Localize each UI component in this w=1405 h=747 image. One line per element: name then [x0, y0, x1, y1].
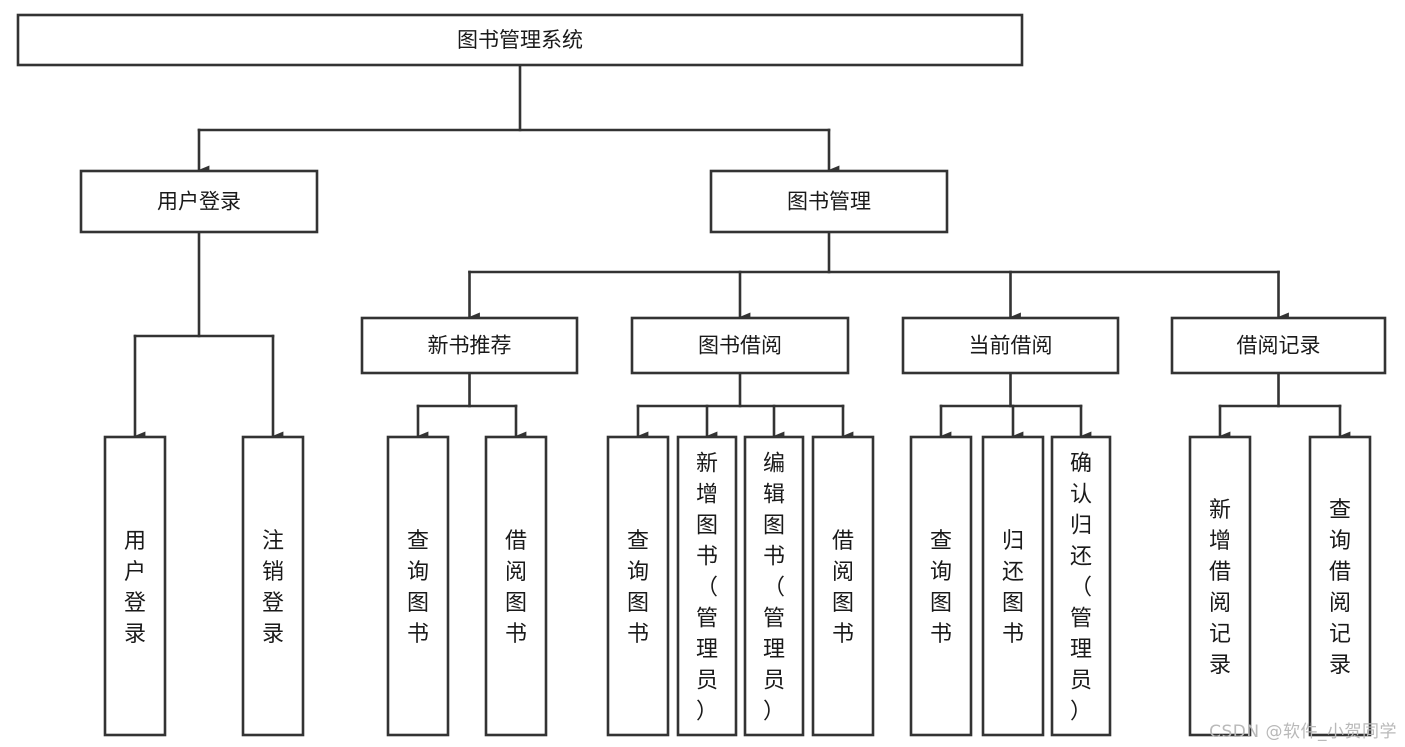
node-box-leaf-borrow-book-1	[484, 435, 548, 737]
node-label-book-borrow: 图书借阅	[698, 334, 782, 358]
node-leaf-add-borrow-record[interactable]: 新增借阅记录	[1188, 435, 1252, 737]
node-label-leaf-return-book: 归还图书	[1002, 529, 1024, 647]
node-label-leaf-confirm-return: 确认归还（管理员）	[1070, 452, 1092, 725]
node-borrow-record[interactable]: 借阅记录	[1170, 316, 1387, 375]
node-label-borrow-record: 借阅记录	[1237, 334, 1321, 358]
node-leaf-user-logout[interactable]: 注销登录	[241, 435, 305, 737]
node-label-leaf-borrow-book-1: 借阅图书	[505, 529, 527, 647]
node-label-leaf-query-borrow-record: 查询借阅记录	[1329, 498, 1351, 678]
node-box-leaf-confirm-return	[1050, 435, 1112, 737]
node-box-leaf-borrow-book-2	[811, 435, 875, 737]
node-leaf-query-book-1[interactable]: 查询图书	[386, 435, 450, 737]
node-box-new-book-recommend	[360, 316, 579, 375]
node-label-leaf-edit-book: 编辑图书（管理员）	[763, 452, 785, 725]
node-box-leaf-return-book	[981, 435, 1045, 737]
node-box-leaf-user-logout	[241, 435, 305, 737]
edges-layer	[133, 63, 1351, 441]
node-box-leaf-user-login	[103, 435, 167, 737]
node-box-user-login	[79, 169, 319, 234]
node-label-user-login: 用户登录	[157, 190, 241, 214]
node-box-current-borrow	[901, 316, 1120, 375]
node-label-leaf-user-logout: 注销登录	[262, 529, 284, 647]
node-box-leaf-query-book-3	[909, 435, 973, 737]
node-label-leaf-user-login: 用户登录	[124, 529, 146, 647]
node-label-new-book-recommend: 新书推荐	[428, 334, 512, 358]
node-label-leaf-add-book: 新增图书（管理员）	[696, 452, 718, 725]
node-new-book-recommend[interactable]: 新书推荐	[360, 316, 579, 375]
node-box-borrow-record	[1170, 316, 1387, 375]
node-leaf-query-book-3[interactable]: 查询图书	[909, 435, 973, 737]
node-box-leaf-query-book-1	[386, 435, 450, 737]
node-leaf-borrow-book-2[interactable]: 借阅图书	[811, 435, 875, 737]
node-box-leaf-edit-book	[743, 435, 805, 737]
node-box-leaf-add-book	[676, 435, 738, 737]
node-leaf-add-book[interactable]: 新增图书（管理员）	[676, 435, 738, 737]
node-leaf-edit-book[interactable]: 编辑图书（管理员）	[743, 435, 805, 737]
node-box-book-borrow	[630, 316, 850, 375]
node-book-borrow[interactable]: 图书借阅	[630, 316, 850, 375]
node-leaf-borrow-book-1[interactable]: 借阅图书	[484, 435, 548, 737]
node-book-manage[interactable]: 图书管理	[709, 169, 949, 234]
node-label-leaf-query-book-2: 查询图书	[627, 529, 649, 647]
node-box-leaf-add-borrow-record	[1188, 435, 1252, 737]
nodes-layer: 图书管理系统用户登录图书管理新书推荐图书借阅当前借阅借阅记录用户登录注销登录查询…	[16, 13, 1387, 737]
node-user-login[interactable]: 用户登录	[79, 169, 319, 234]
node-label-leaf-query-book-1: 查询图书	[407, 529, 429, 647]
node-label-book-manage: 图书管理	[787, 190, 871, 214]
node-leaf-query-book-2[interactable]: 查询图书	[606, 435, 670, 737]
node-root[interactable]: 图书管理系统	[16, 13, 1024, 67]
node-label-leaf-borrow-book-2: 借阅图书	[832, 529, 854, 647]
node-box-book-manage	[709, 169, 949, 234]
node-label-leaf-add-borrow-record: 新增借阅记录	[1209, 498, 1231, 678]
node-current-borrow[interactable]: 当前借阅	[901, 316, 1120, 375]
node-leaf-query-borrow-record[interactable]: 查询借阅记录	[1308, 435, 1372, 737]
node-box-root	[16, 13, 1024, 67]
node-box-leaf-query-borrow-record	[1308, 435, 1372, 737]
node-label-current-borrow: 当前借阅	[969, 334, 1053, 358]
node-label-root: 图书管理系统	[457, 28, 583, 52]
node-box-leaf-query-book-2	[606, 435, 670, 737]
node-leaf-return-book[interactable]: 归还图书	[981, 435, 1045, 737]
node-label-leaf-query-book-3: 查询图书	[930, 529, 952, 647]
node-leaf-confirm-return[interactable]: 确认归还（管理员）	[1050, 435, 1112, 737]
node-leaf-user-login[interactable]: 用户登录	[103, 435, 167, 737]
